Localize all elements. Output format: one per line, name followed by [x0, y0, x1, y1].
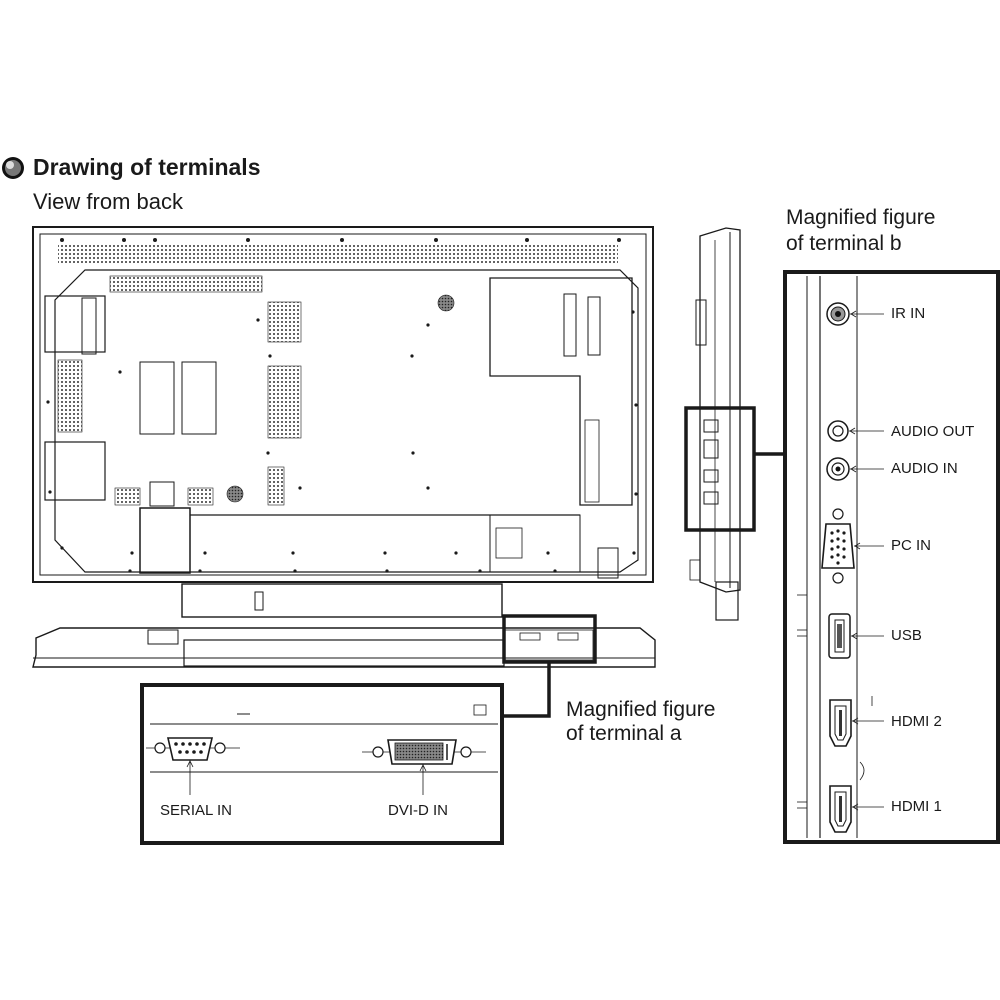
label-hdmi-1: HDMI 1: [891, 798, 942, 815]
page-title: Drawing of terminals: [33, 154, 261, 180]
caption-a-line2: of terminal a: [566, 722, 682, 745]
label-serial-in: SERIAL IN: [160, 802, 232, 819]
ir-in-port-icon: [826, 302, 884, 326]
tv-stand: [32, 583, 656, 668]
dvi-port-icon: [362, 739, 486, 795]
hdmi-1-port-icon: [829, 761, 884, 833]
label-dvi-d-in: DVI-D IN: [388, 802, 448, 819]
magnified-box-b: [783, 270, 1000, 844]
view-subtitle: View from back: [33, 189, 183, 214]
callout-a: [500, 614, 597, 718]
audio-out-port-icon: [827, 420, 884, 442]
hdmi-2-port-icon: [829, 696, 884, 747]
label-ir-in: IR IN: [891, 305, 926, 322]
usb-port-icon: [828, 613, 884, 659]
label-audio-out: AUDIO OUT: [891, 423, 975, 440]
caption-a-line1: Magnified figure: [566, 698, 716, 721]
audio-in-port-icon: [826, 457, 884, 481]
callout-b: [684, 406, 784, 532]
label-audio-in: AUDIO IN: [891, 460, 958, 477]
tv-back-view: [32, 226, 654, 583]
caption-b-line2: of terminal b: [786, 232, 902, 255]
tv-side-view: [689, 227, 741, 621]
label-usb: USB: [891, 627, 922, 644]
label-hdmi-2: HDMI 2: [891, 713, 942, 730]
magnified-box-a: [140, 683, 504, 845]
label-pc-in: PC IN: [891, 537, 932, 554]
bullet-icon: [2, 157, 24, 179]
serial-port-icon: [146, 737, 240, 795]
caption-b-line1: Magnified figure: [786, 206, 936, 229]
pc-in-port-icon: [821, 508, 884, 584]
